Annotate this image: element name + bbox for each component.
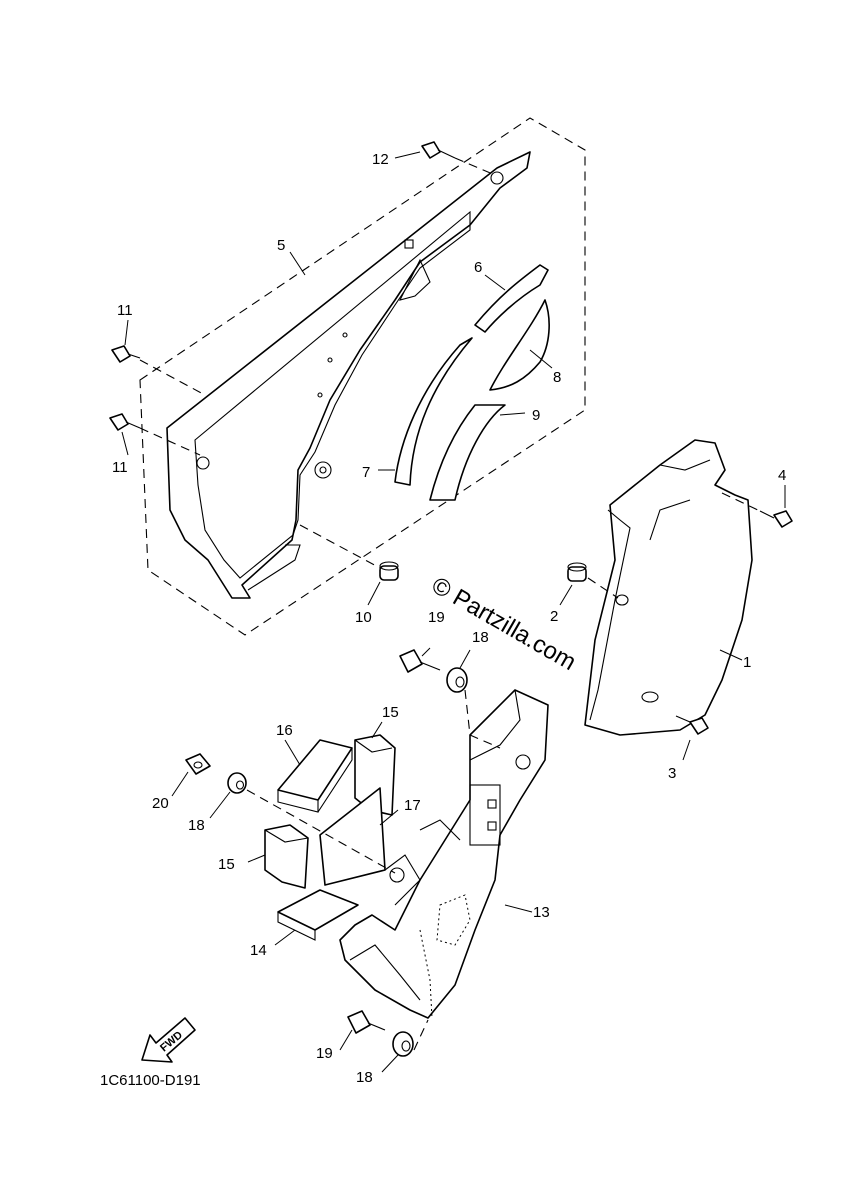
- assembly-line-18-lower: [413, 1019, 429, 1051]
- callout-2: 2: [550, 608, 558, 625]
- callout-11-upper: 11: [117, 302, 133, 319]
- pad-16[interactable]: [277, 739, 353, 813]
- callout-4: 4: [778, 467, 786, 484]
- seal-17[interactable]: [319, 787, 386, 886]
- graphic-sheet-9[interactable]: [429, 404, 506, 501]
- callout-1: 1: [743, 654, 751, 671]
- callout-18-middle: 18: [188, 817, 205, 834]
- assembly-line-18-upper: [464, 689, 501, 749]
- assembly-line-4: [721, 492, 761, 512]
- callout-14: 14: [250, 942, 267, 959]
- side-cover-1[interactable]: [584, 439, 753, 736]
- bolt-12[interactable]: [421, 141, 456, 159]
- trim-piece-6[interactable]: [474, 264, 549, 333]
- fwd-arrow-icon: FWD: [141, 1017, 196, 1063]
- callout-15-upper: 15: [382, 704, 399, 721]
- side-cover-frame[interactable]: [166, 151, 531, 599]
- callout-16: 16: [276, 722, 293, 739]
- assembly-line-10: [299, 524, 381, 569]
- callout-5: 5: [277, 237, 285, 254]
- seal-pad-14[interactable]: [277, 889, 359, 941]
- assembly-line-18-middle: [246, 789, 396, 874]
- bolt-19-upper[interactable]: [399, 649, 441, 673]
- assembly-line-2: [587, 577, 619, 599]
- assembly-line-11b: [139, 427, 201, 456]
- bolt-11-lower[interactable]: [109, 413, 141, 431]
- assembly-line-12: [454, 157, 496, 176]
- washer-18-upper[interactable]: [446, 667, 468, 693]
- callout-20: 20: [152, 795, 169, 812]
- callout-9: 9: [532, 407, 540, 424]
- assembly-line-11a: [139, 359, 206, 396]
- callout-17: 17: [404, 797, 421, 814]
- grommet-2[interactable]: [567, 562, 587, 582]
- bolt-11-upper[interactable]: [111, 345, 141, 363]
- callout-19-upper: 19: [428, 609, 445, 626]
- bolt-19-lower[interactable]: [347, 1010, 386, 1034]
- callout-10: 10: [355, 609, 372, 626]
- callout-11-lower: 11: [112, 459, 128, 476]
- nut-20[interactable]: [185, 753, 211, 775]
- diagram-code: 1C61100-D191: [100, 1072, 201, 1089]
- callout-19-lower: 19: [316, 1045, 333, 1062]
- emblem-plate-8[interactable]: [489, 299, 550, 391]
- bolt-3[interactable]: [675, 715, 709, 735]
- callout-18-upper: 18: [472, 629, 489, 646]
- callout-7: 7: [362, 464, 370, 481]
- leader-lines: [121, 151, 786, 1073]
- bolt-4[interactable]: [759, 510, 793, 528]
- callout-6: 6: [474, 259, 482, 276]
- callout-3: 3: [668, 765, 676, 782]
- assembly-boundary: [139, 117, 586, 636]
- callout-18-lower: 18: [356, 1069, 373, 1086]
- washer-18-middle[interactable]: [227, 772, 247, 794]
- damper-15-lower[interactable]: [264, 824, 309, 889]
- collar-10[interactable]: [379, 561, 399, 581]
- callout-8: 8: [553, 369, 561, 386]
- callout-15-lower: 15: [218, 856, 235, 873]
- damper-15-upper[interactable]: [354, 734, 396, 816]
- callout-13: 13: [533, 904, 550, 921]
- washer-18-lower[interactable]: [392, 1031, 414, 1057]
- callout-12: 12: [372, 151, 389, 168]
- lower-cover-13[interactable]: [339, 689, 549, 1019]
- damper-strip-7[interactable]: [394, 337, 473, 486]
